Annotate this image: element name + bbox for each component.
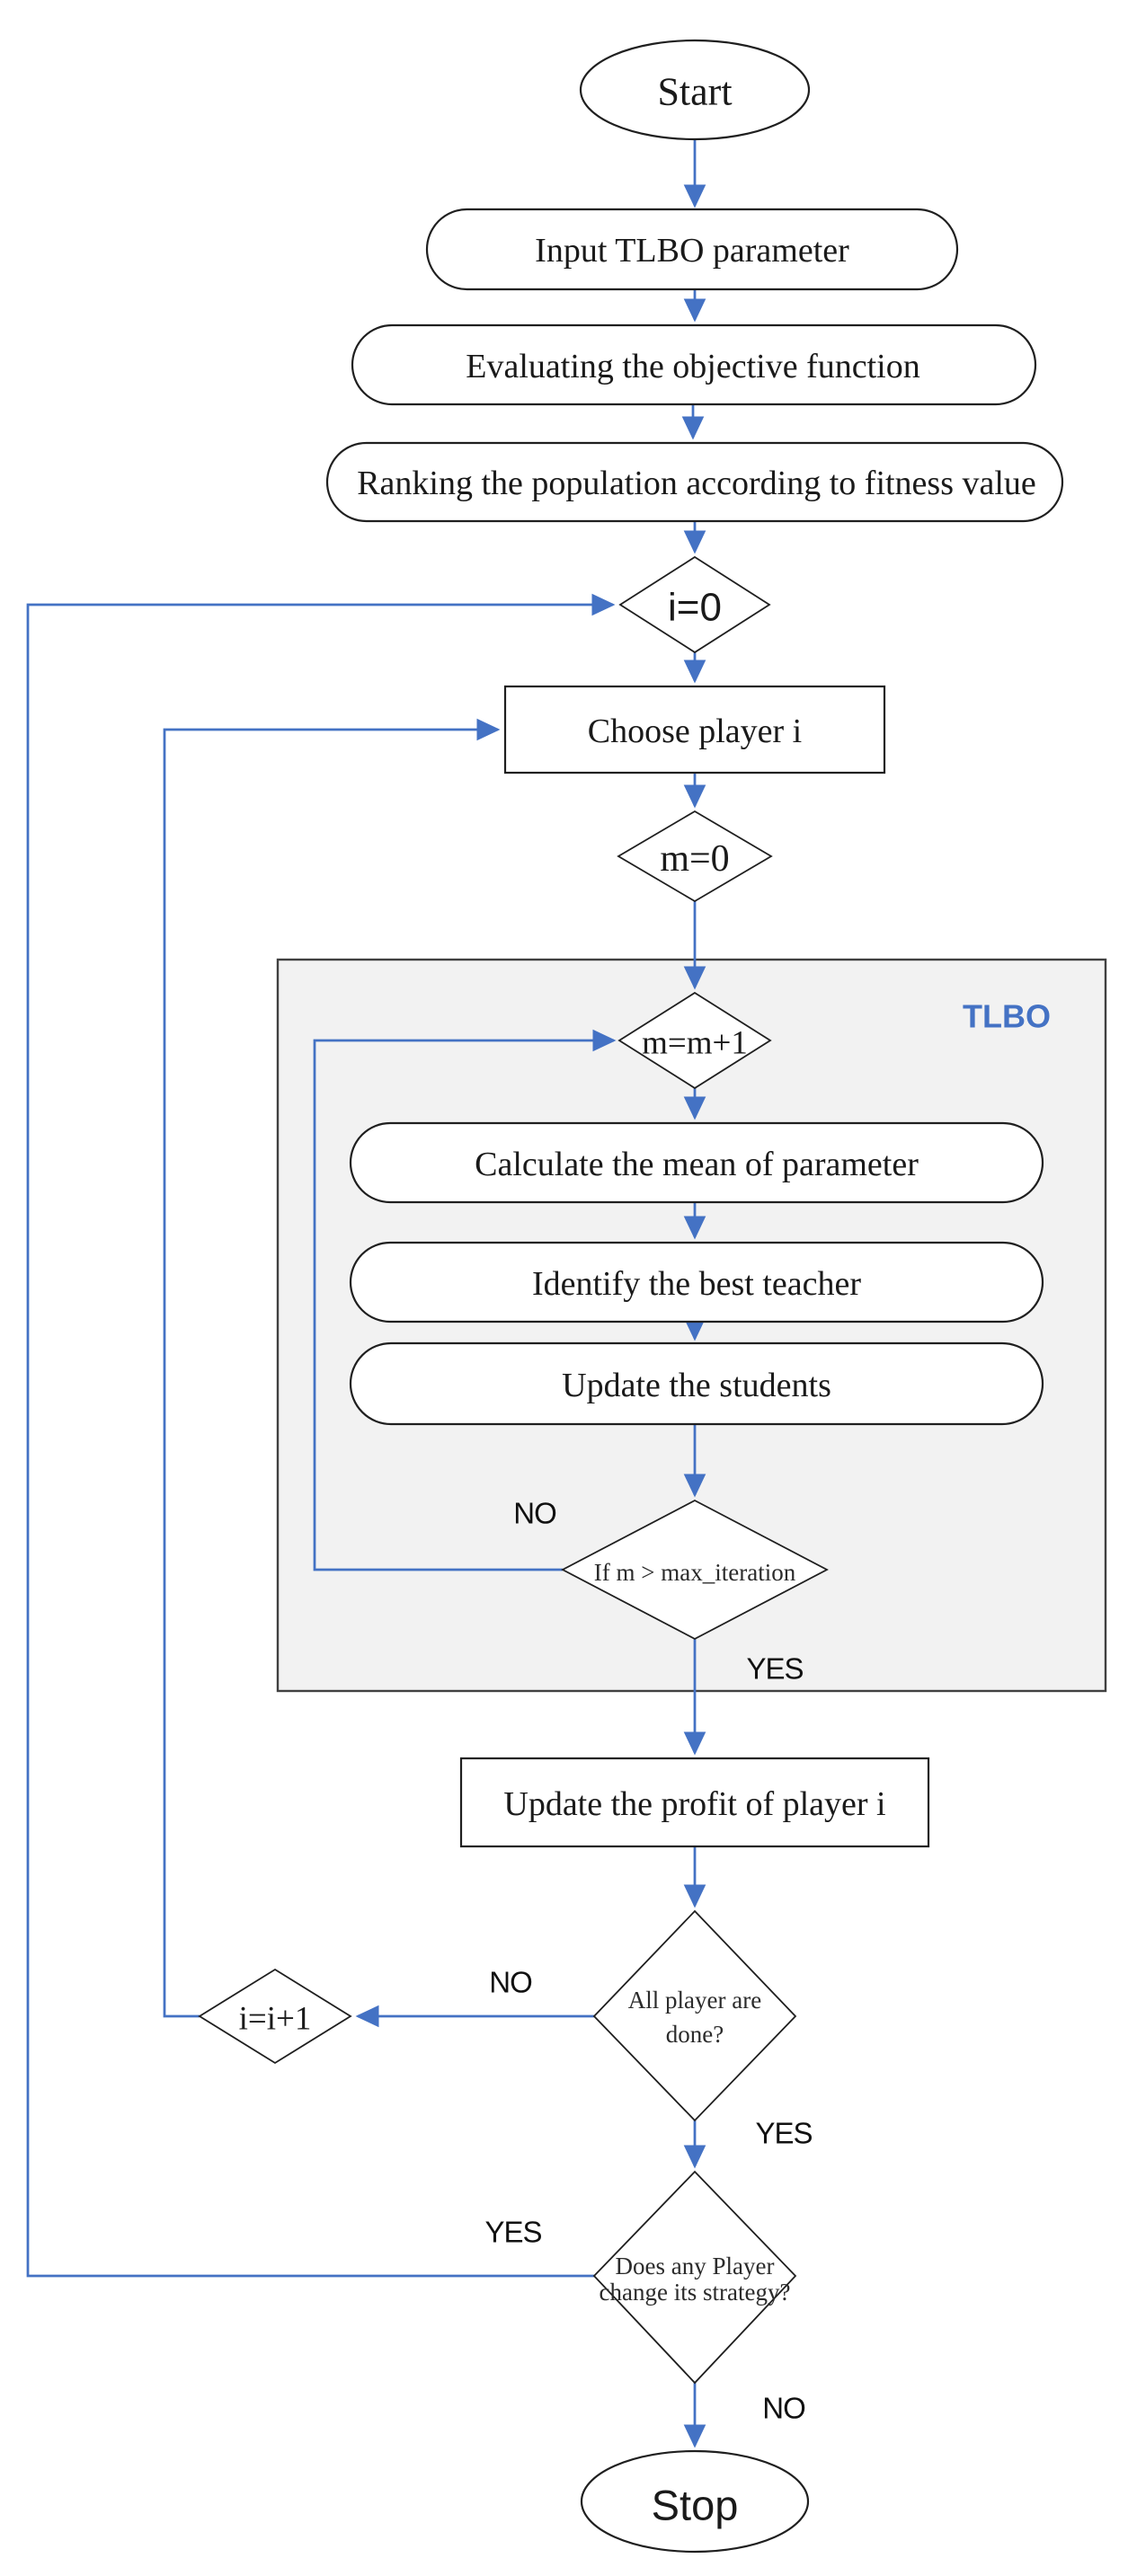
all-players-done-label-line2: done? bbox=[666, 2021, 724, 2048]
strategy-change-decision bbox=[592, 2170, 797, 2385]
update-students-label: Update the students bbox=[562, 1367, 831, 1404]
init-i-decision bbox=[618, 555, 771, 654]
edge-strategy-yes-loop-to-i0 bbox=[26, 593, 616, 2278]
strategy-change-label-line1: Does any Player bbox=[616, 2253, 775, 2279]
ranking-population-label: Ranking the population according to fitn… bbox=[357, 465, 1036, 502]
all-done-yes-label: YES bbox=[755, 2117, 812, 2150]
tlbo-region-label: TLBO bbox=[963, 998, 1051, 1035]
all-players-done-decision bbox=[592, 1909, 797, 2122]
init-m-label: m=0 bbox=[660, 838, 729, 880]
update-profit-node bbox=[459, 1757, 930, 1848]
increment-m-label: m=m+1 bbox=[642, 1025, 748, 1062]
edge-max-iteration-no-loop bbox=[313, 1029, 617, 1571]
increment-m-decision bbox=[617, 991, 772, 1090]
stop-label: Stop bbox=[652, 2482, 739, 2529]
identify-teacher-node bbox=[349, 1241, 1044, 1323]
calculate-mean-node bbox=[349, 1121, 1044, 1204]
start-label: Start bbox=[657, 70, 732, 114]
choose-player-node bbox=[503, 685, 886, 775]
strategy-yes-label: YES bbox=[484, 2216, 541, 2249]
evaluate-objective-node bbox=[351, 323, 1037, 406]
all-done-no-label: NO bbox=[489, 1966, 532, 1999]
max-iteration-decision bbox=[561, 1499, 829, 1641]
increment-i-decision bbox=[198, 1968, 352, 2065]
init-m-decision bbox=[617, 810, 773, 903]
init-i-label: i=0 bbox=[668, 586, 722, 630]
ranking-population-node bbox=[325, 441, 1064, 523]
calculate-mean-label: Calculate the mean of parameter bbox=[475, 1146, 919, 1183]
update-profit-label: Update the profit of player i bbox=[503, 1785, 885, 1823]
all-players-done-label-line1: All player are bbox=[628, 1987, 761, 2014]
identify-teacher-label: Identify the best teacher bbox=[532, 1265, 861, 1303]
strategy-change-label-line2: change its strategy? bbox=[600, 2279, 791, 2306]
strategy-no-label: NO bbox=[762, 2392, 805, 2425]
evaluate-objective-label: Evaluating the objective function bbox=[466, 348, 919, 385]
start-terminator bbox=[579, 39, 811, 141]
max-iteration-no-label: NO bbox=[513, 1497, 556, 1530]
increment-i-label: i=i+1 bbox=[239, 2001, 312, 2038]
choose-player-label: Choose player i bbox=[588, 713, 803, 750]
edge-i-increment-loop-to-choose bbox=[163, 718, 501, 2018]
update-students-node bbox=[349, 1341, 1044, 1426]
max-iteration-label: If m > max_iteration bbox=[594, 1559, 796, 1586]
input-parameter-label: Input TLBO parameter bbox=[535, 232, 849, 270]
max-iteration-yes-label: YES bbox=[746, 1652, 803, 1686]
stop-terminator bbox=[580, 2449, 810, 2554]
input-parameter-node bbox=[425, 208, 959, 291]
